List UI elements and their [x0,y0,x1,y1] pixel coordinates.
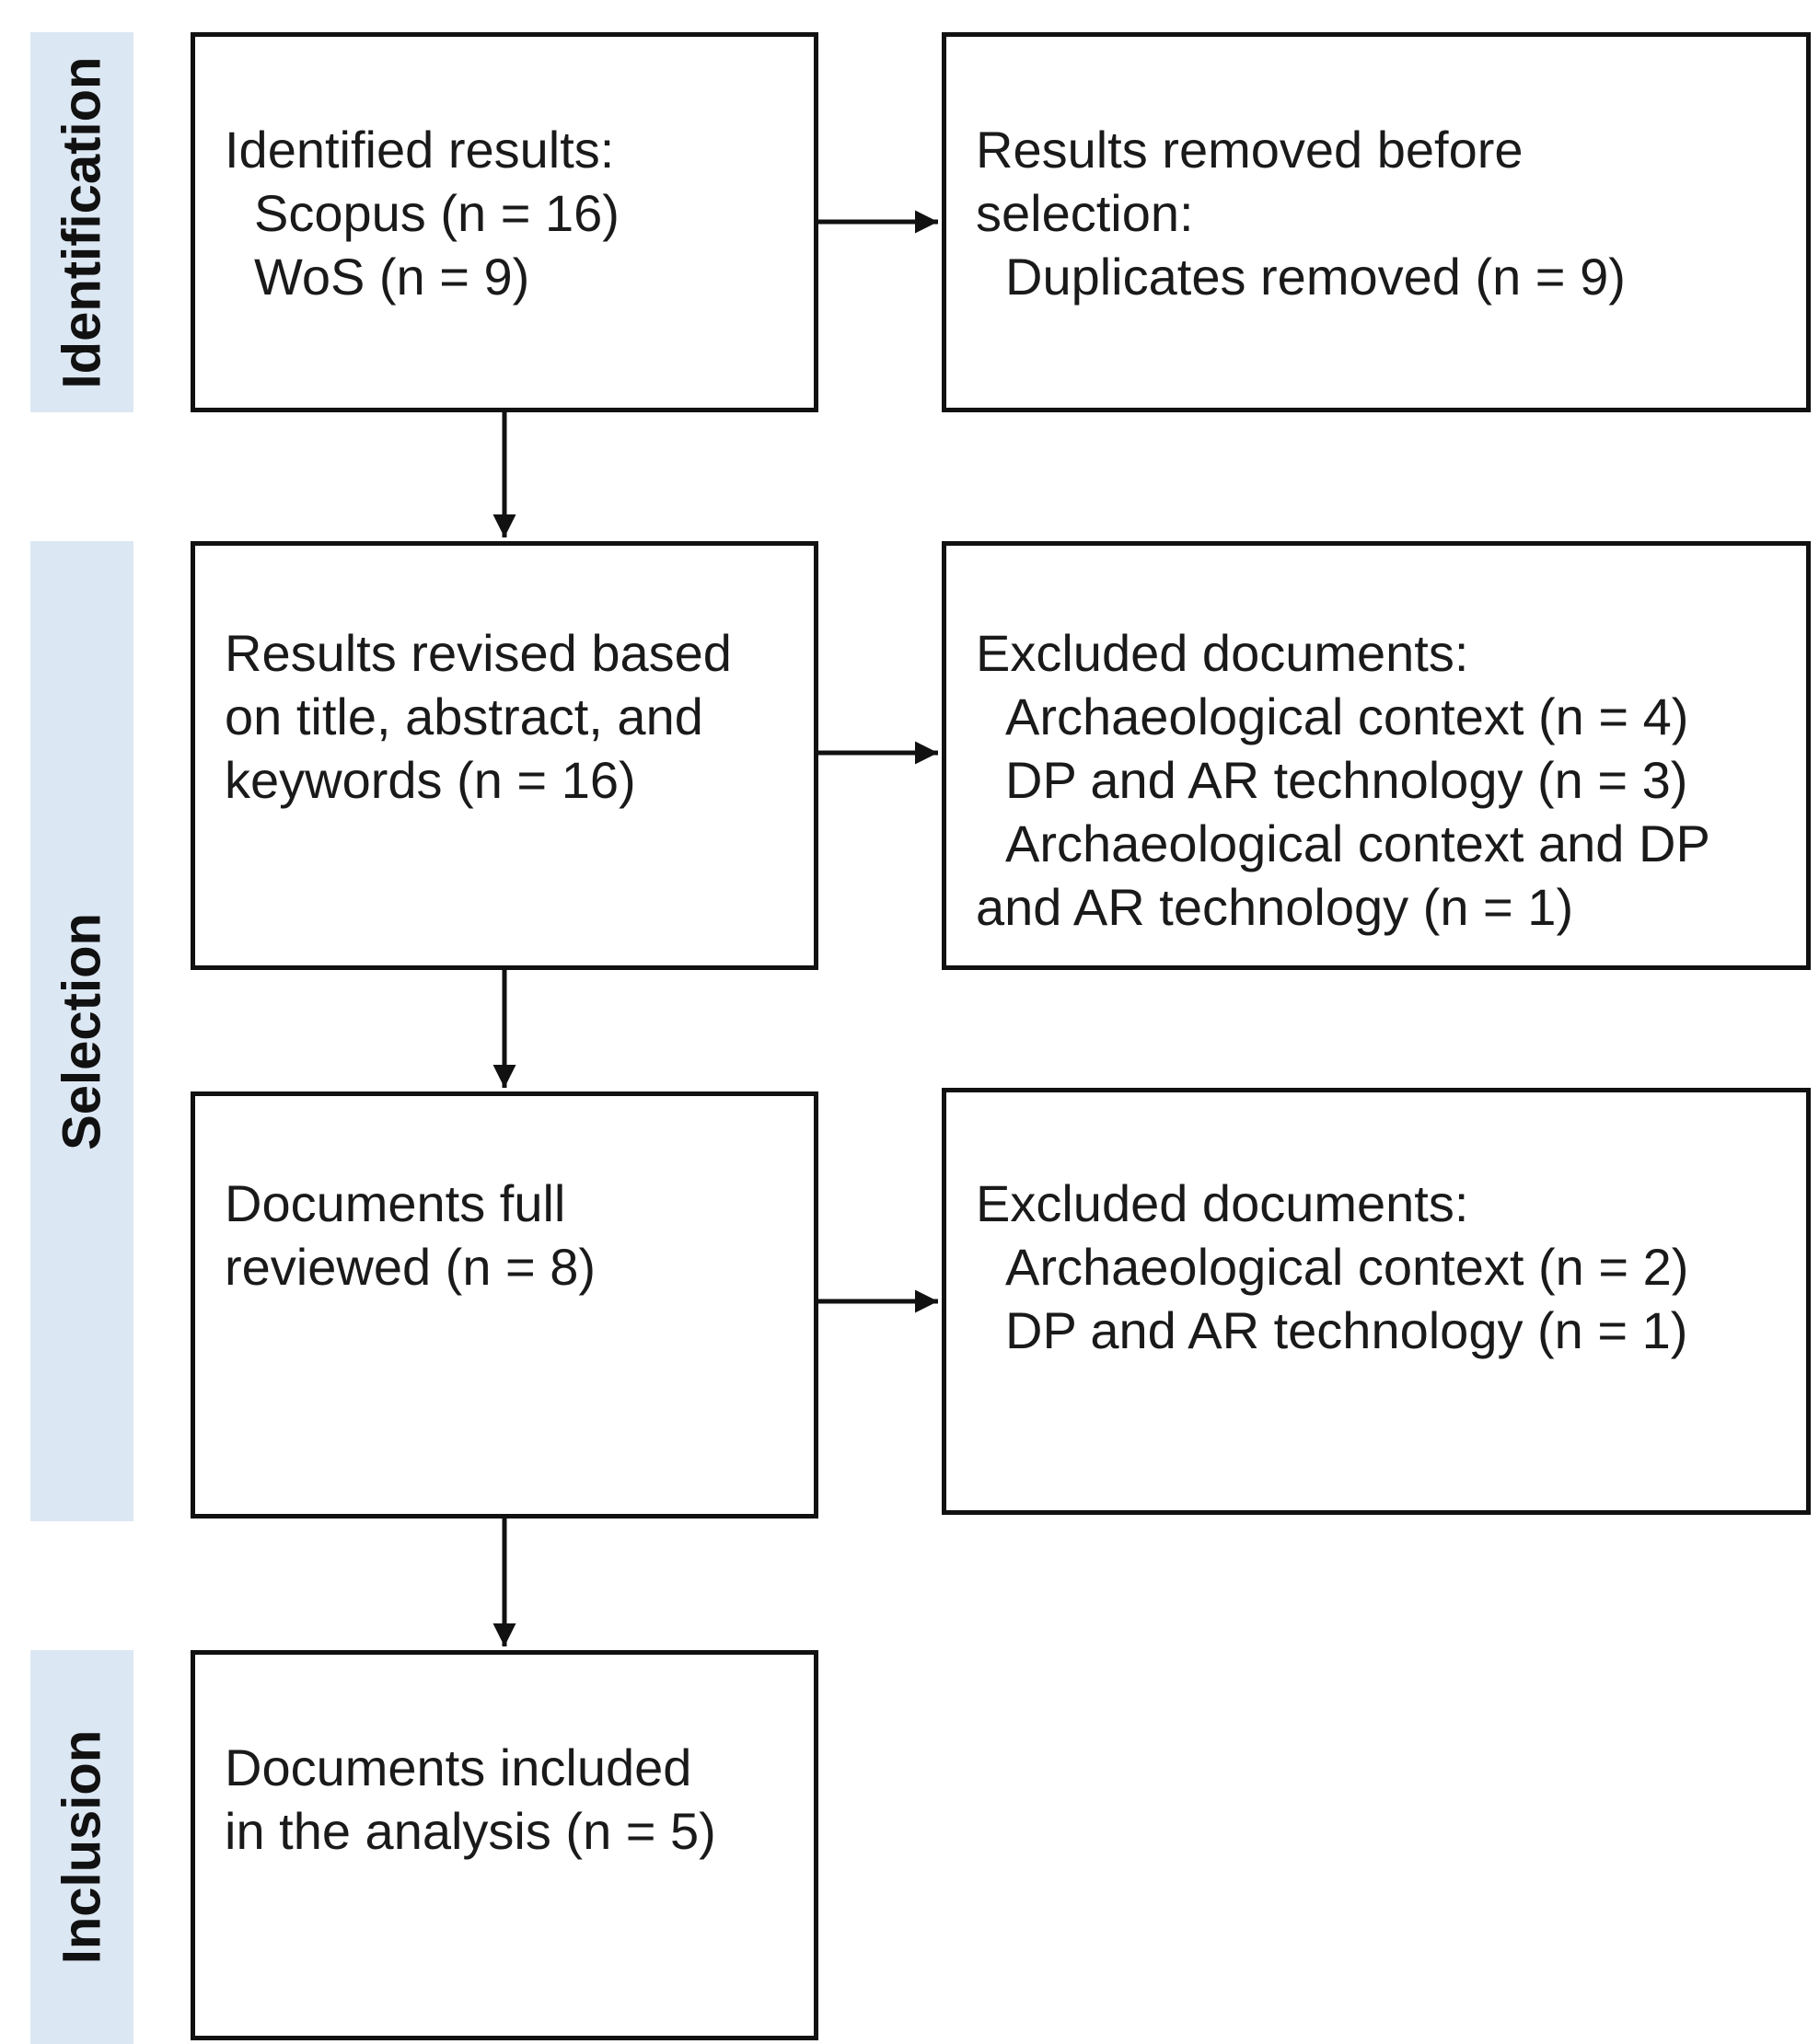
box-excluded-documents-1: Excluded documents: Archaeological conte… [942,541,1811,970]
excluded-2-item-2: DP and AR technology (n = 1) [1005,1301,1688,1359]
stage-band-inclusion: Inclusion [30,1650,133,2044]
stage-band-identification: Identification [30,32,133,412]
box-results-revised: Results revised based on title, abstract… [191,541,818,970]
excluded-1-item-2: DP and AR technology (n = 3) [1005,751,1688,809]
box-documents-full-reviewed: Documents full reviewed (n = 8) [191,1091,818,1519]
reviewed-line-1: Documents full [225,1174,566,1232]
reviewed-line-2: reviewed (n = 8) [225,1238,597,1296]
identified-wos: WoS (n = 9) [254,248,530,306]
box-documents-included: Documents included in the analysis (n = … [191,1650,818,2040]
identified-scopus: Scopus (n = 16) [254,184,620,242]
removed-duplicates: Duplicates removed (n = 9) [1005,248,1626,306]
excluded-2-item-1: Archaeological context (n = 2) [1005,1238,1689,1296]
removed-line-1: Results removed before [976,121,1524,179]
removed-line-2: selection: [976,184,1194,242]
revised-line-1: Results revised based [225,624,732,682]
included-line-1: Documents included [225,1738,692,1796]
revised-line-2: on title, abstract, and [225,687,703,745]
box-excluded-documents-2: Excluded documents: Archaeological conte… [942,1088,1811,1515]
box-identified-results: Identified results: Scopus (n = 16) WoS … [191,32,818,412]
excluded-1-item-1: Archaeological context (n = 4) [1005,687,1689,745]
box-results-removed: Results removed before selection: Duplic… [942,32,1811,412]
included-line-2: in the analysis (n = 5) [225,1802,716,1860]
revised-line-3: keywords (n = 16) [225,751,636,809]
excluded-1-heading: Excluded documents: [976,624,1469,682]
identified-heading: Identified results: [225,121,615,179]
excluded-1-item-3-continuation: and AR technology (n = 1) [976,878,1574,936]
excluded-1-item-3: Archaeological context and DP [1005,814,1710,872]
excluded-2-heading: Excluded documents: [976,1174,1469,1232]
stage-band-selection: Selection [30,541,133,1521]
